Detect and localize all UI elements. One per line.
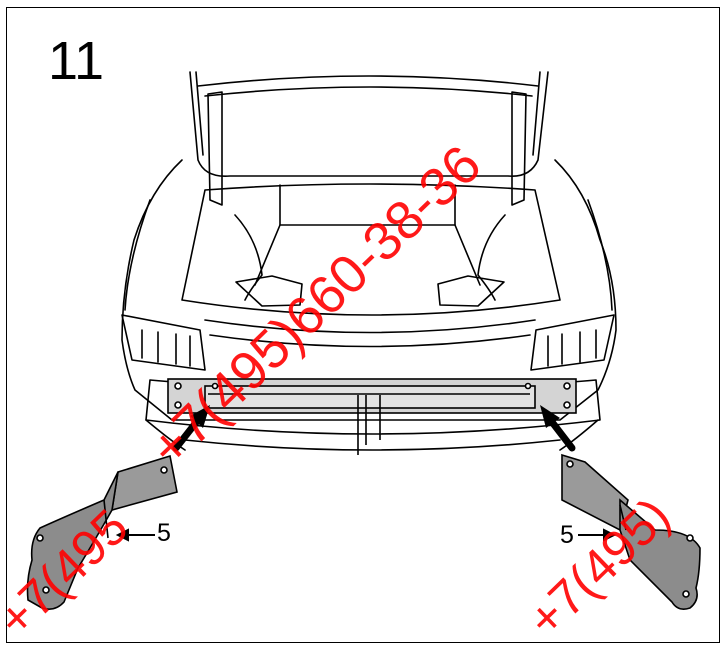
- right-bracket-plate: [561, 453, 701, 610]
- left-trunk-liner: [235, 275, 303, 307]
- right-tail-light: [530, 314, 615, 371]
- right-trunk-liner: [437, 275, 505, 307]
- tow-bar-beam: [167, 378, 577, 455]
- left-hinge: [207, 91, 223, 206]
- part-callout-left: 5: [157, 519, 171, 547]
- left-bracket-plate: [26, 454, 178, 610]
- left-tail-light: [121, 314, 206, 371]
- trunk-lid: [189, 71, 549, 177]
- right-hinge: [511, 91, 527, 206]
- callout-arrow-left: [115, 528, 155, 542]
- trunk-opening: [181, 183, 561, 316]
- insertion-arrow-icon: [172, 405, 210, 452]
- part-callout-right: 5: [560, 521, 574, 549]
- insertion-arrow-icon: [540, 405, 576, 452]
- callout-arrow-right: [578, 528, 617, 542]
- step-number: 11: [48, 31, 105, 91]
